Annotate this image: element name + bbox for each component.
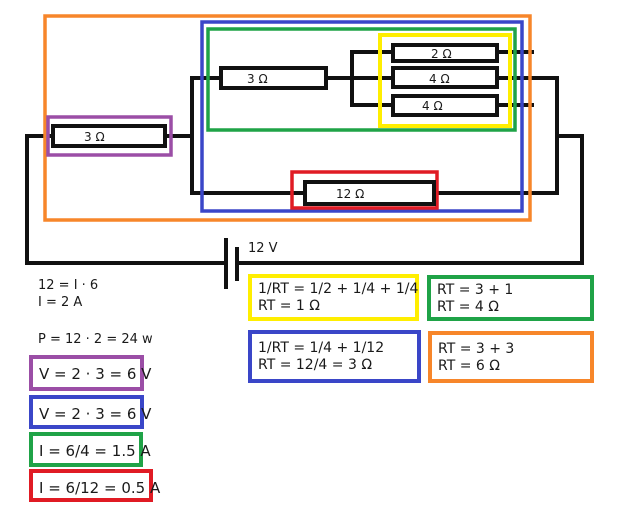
blue-calc-box: 1/RT = 1/4 + 1/12 RT = 12/4 = 3 Ω <box>248 330 421 383</box>
green-current-box: I = 6/4 = 1.5 A <box>29 432 151 467</box>
resistor-series-top-label: 3 Ω <box>247 72 268 86</box>
blue-calc-line1: 1/RT = 1/4 + 1/12 <box>258 340 385 356</box>
resistor-series-left-label: 3 Ω <box>84 130 105 144</box>
yellow-calc-box: 1/RT = 1/2 + 1/4 + 1/4 RT = 1 Ω <box>248 274 419 321</box>
blue-calc-line2: RT = 12/4 = 3 Ω <box>258 357 373 373</box>
group-box-purple <box>46 115 173 157</box>
resistor-parallel-1 <box>391 43 499 63</box>
current-result: I = 2 A <box>38 295 83 310</box>
resistor-parallel-3-label: 4 Ω <box>422 99 443 113</box>
group-box-blue <box>200 20 524 213</box>
resistor-parallel-1-label: 2 Ω <box>431 47 452 61</box>
resistor-parallel-3 <box>391 94 499 117</box>
group-box-orange <box>43 14 532 222</box>
group-box-green <box>206 27 517 132</box>
group-box-red <box>290 170 439 210</box>
battery-icon <box>224 238 239 289</box>
red-current-box: I = 6/12 = 0.5 A <box>29 469 160 502</box>
purple-voltage-box: V = 2 · 3 = 6 V <box>29 355 151 391</box>
wire-left-loop <box>25 134 227 265</box>
resistor-bottom-label: 12 Ω <box>336 187 364 201</box>
resistor-bottom <box>303 180 436 206</box>
group-box-yellow <box>378 33 512 128</box>
orange-calc-line2: RT = 6 Ω <box>438 358 500 374</box>
resistor-series-left <box>51 124 167 148</box>
green-calc-line2: RT = 4 Ω <box>437 299 499 315</box>
orange-calc-box: RT = 3 + 3 RT = 6 Ω <box>428 331 594 383</box>
green-calc-box: RT = 3 + 1 RT = 4 Ω <box>427 275 594 321</box>
resistor-series-top <box>219 66 328 90</box>
ohms-law-equation: 12 = I · 6 <box>38 278 99 293</box>
yellow-calc-line2: RT = 1 Ω <box>258 298 320 314</box>
resistor-parallel-2 <box>391 66 499 89</box>
yellow-calc-line1: 1/RT = 1/2 + 1/4 + 1/4 <box>258 281 419 297</box>
resistor-parallel-2-label: 4 Ω <box>429 72 450 86</box>
power-equation: P = 12 · 2 = 24 w <box>38 332 153 347</box>
orange-calc-line1: RT = 3 + 3 <box>438 341 515 357</box>
battery-voltage-label: 12 V <box>248 241 278 256</box>
blue-voltage-box: V = 2 · 3 = 6 V <box>29 395 151 429</box>
green-calc-line1: RT = 3 + 1 <box>437 282 514 298</box>
